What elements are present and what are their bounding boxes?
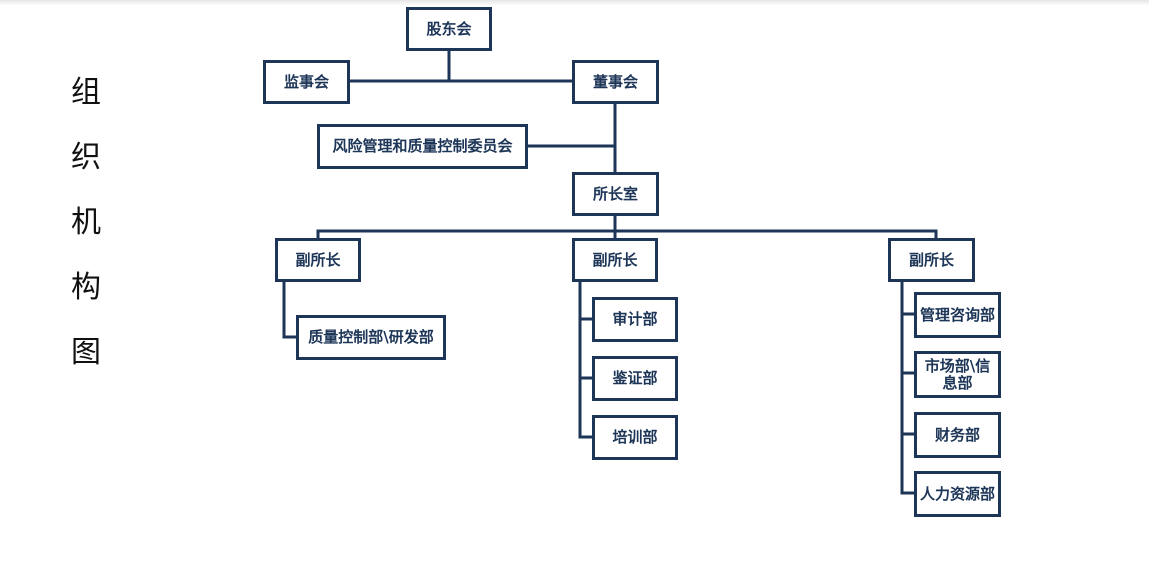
node-director-office: 所长室	[572, 172, 659, 216]
title-char-5: 图	[71, 335, 101, 370]
title-char-1: 组	[71, 75, 101, 110]
node-deputy-mid: 副所长	[572, 238, 658, 282]
title-char-3: 机	[71, 205, 101, 240]
node-training: 培训部	[592, 415, 678, 460]
node-consulting: 管理咨询部	[914, 292, 1001, 338]
node-verification: 鉴证部	[592, 356, 678, 401]
node-hr: 人力资源部	[914, 471, 1001, 517]
node-shareholders: 股东会	[406, 7, 492, 51]
node-deputy-left: 副所长	[275, 238, 361, 282]
vertical-title: 组 织 机 构 图	[66, 78, 106, 403]
title-char-2: 织	[71, 140, 101, 175]
node-risk-committee: 风险管理和质量控制委员会	[317, 124, 528, 169]
top-shadow-line	[0, 0, 1149, 6]
node-finance: 财务部	[914, 412, 1001, 458]
node-market-info: 市场部\信息部	[914, 351, 1001, 398]
node-board: 董事会	[572, 60, 659, 104]
title-char-4: 构	[71, 270, 101, 305]
node-deputy-right: 副所长	[888, 238, 975, 282]
node-qc-rd: 质量控制部\研发部	[296, 315, 446, 360]
node-audit: 审计部	[592, 297, 678, 342]
node-supervisors: 监事会	[263, 60, 350, 104]
